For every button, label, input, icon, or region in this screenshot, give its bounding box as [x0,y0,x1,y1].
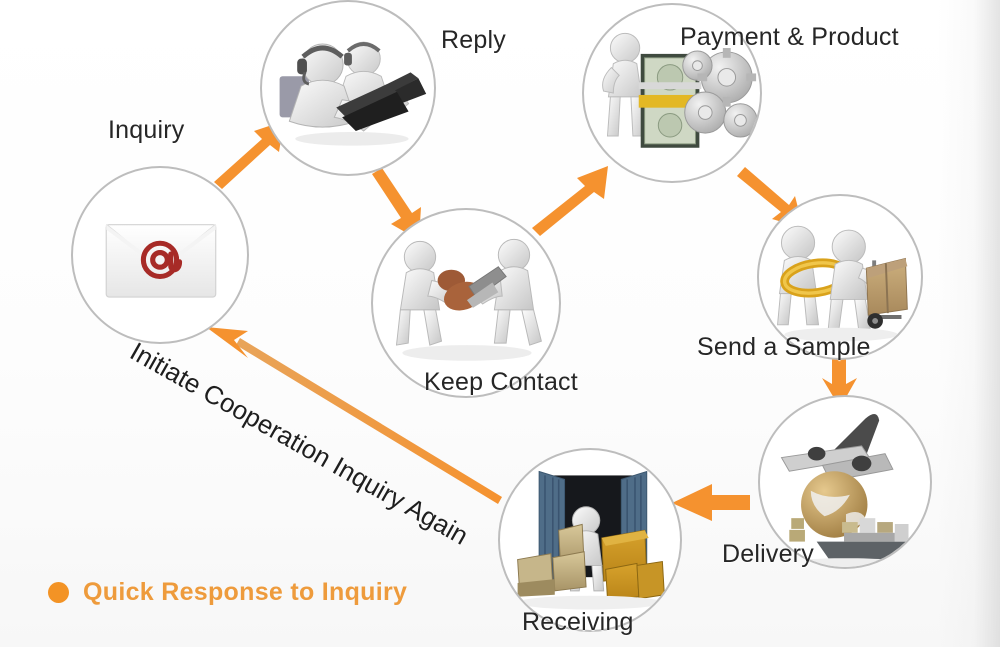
node-delivery-label: Delivery [722,540,814,568]
node-keep-contact[interactable] [371,208,561,398]
container-boxes-icon [517,470,665,610]
node-inquiry[interactable] [71,166,249,344]
node-reply-label: Reply [441,26,506,54]
node-keep-contact-label: Keep Contact [424,368,578,396]
node-receiving[interactable] [498,448,682,632]
email-envelope-at-sign-icon [105,223,217,298]
node-send-sample[interactable] [757,194,923,360]
bullet-dot-icon [48,582,69,603]
node-reply-circle [260,0,436,176]
call-center-agents-icon [279,41,427,146]
money-gears-icon [602,32,758,148]
node-payment-product[interactable] [582,3,762,183]
node-inquiry-circle [71,166,249,344]
node-send-sample-circle [757,194,923,360]
node-inquiry-label: Inquiry [108,116,185,144]
node-delivery[interactable] [758,395,932,569]
quick-response-text: Quick Response to Inquiry [83,578,408,606]
node-payment-product-label: Payment & Product [680,23,899,51]
node-receiving-circle [498,448,682,632]
node-delivery-circle [758,395,932,569]
node-keep-contact-circle [371,208,561,398]
node-reply[interactable] [260,0,436,176]
handshake-exchange-icon [395,238,542,361]
node-payment-product-circle [582,3,762,183]
node-receiving-label: Receiving [522,608,634,636]
handtruck-parcel-icon [777,225,908,342]
airplane-globe-cargo-icon [780,414,913,567]
arrow-delivery-to-receiving [672,484,750,521]
node-send-sample-label: Send a Sample [697,333,871,361]
quick-response-caption: Quick Response to Inquiry [48,578,407,607]
